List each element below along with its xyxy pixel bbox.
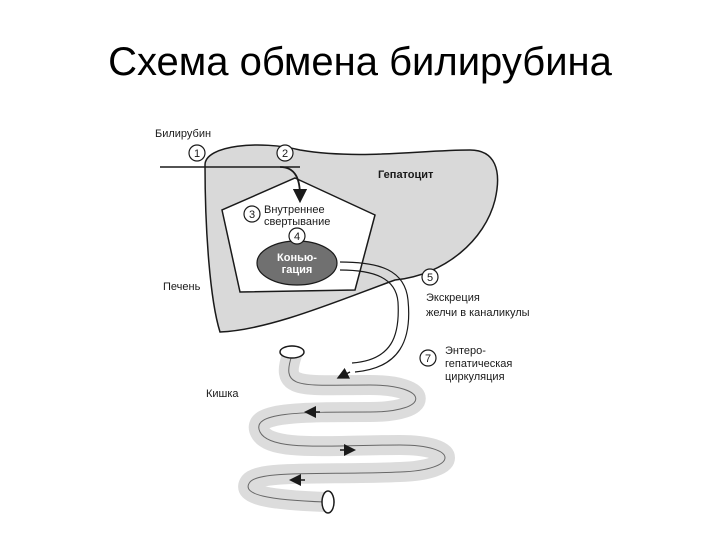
bile-duct-inner: [339, 269, 399, 364]
flow-arrow: [336, 367, 351, 379]
slide-title: Схема обмена билирубина: [108, 40, 612, 84]
step-3-circle: [243, 205, 261, 223]
hepatocyte-label: Гепатоцит: [378, 169, 434, 181]
step-2-circle: [276, 144, 294, 162]
bilirubin-arrow: [279, 166, 308, 204]
step-3-text-line2: свертывание: [264, 216, 330, 228]
intestine-opening-bottom: [321, 490, 335, 514]
step-3-text-line1: Внутреннее: [264, 204, 325, 216]
step-4-text-line2: гация: [282, 264, 313, 276]
step-1-number: 1: [194, 148, 200, 160]
step-1-circle: [188, 144, 206, 162]
step-4-text-line1: Конью-: [277, 252, 317, 264]
step-7-text-line2: гепатическая: [445, 358, 512, 370]
bile-duct: [339, 261, 410, 373]
step-7-text-line1: Энтеро-: [445, 345, 486, 357]
step-7-circle: [419, 349, 437, 367]
step-7-number: 7: [425, 353, 431, 365]
step-4-circle: [288, 227, 306, 245]
step-3-number: 3: [249, 209, 255, 221]
intestine-tube: [238, 345, 455, 512]
liver-label: Печень: [163, 281, 201, 293]
step-5-text-line1: Экскреция: [426, 292, 480, 304]
step-5-number: 5: [427, 272, 433, 284]
intestine-label: Кишка: [206, 388, 239, 400]
bilirubin-label: Билирубин: [155, 128, 211, 140]
step-2-number: 2: [282, 148, 288, 160]
step-4-number: 4: [294, 231, 300, 243]
step-7-text-line3: циркуляция: [445, 371, 505, 383]
step-5-text-line2: желчи в каналикулы: [426, 307, 530, 319]
intestine-outline: [247, 354, 446, 503]
step-5-circle: [421, 268, 439, 286]
intestine-opening-top: [279, 345, 305, 359]
